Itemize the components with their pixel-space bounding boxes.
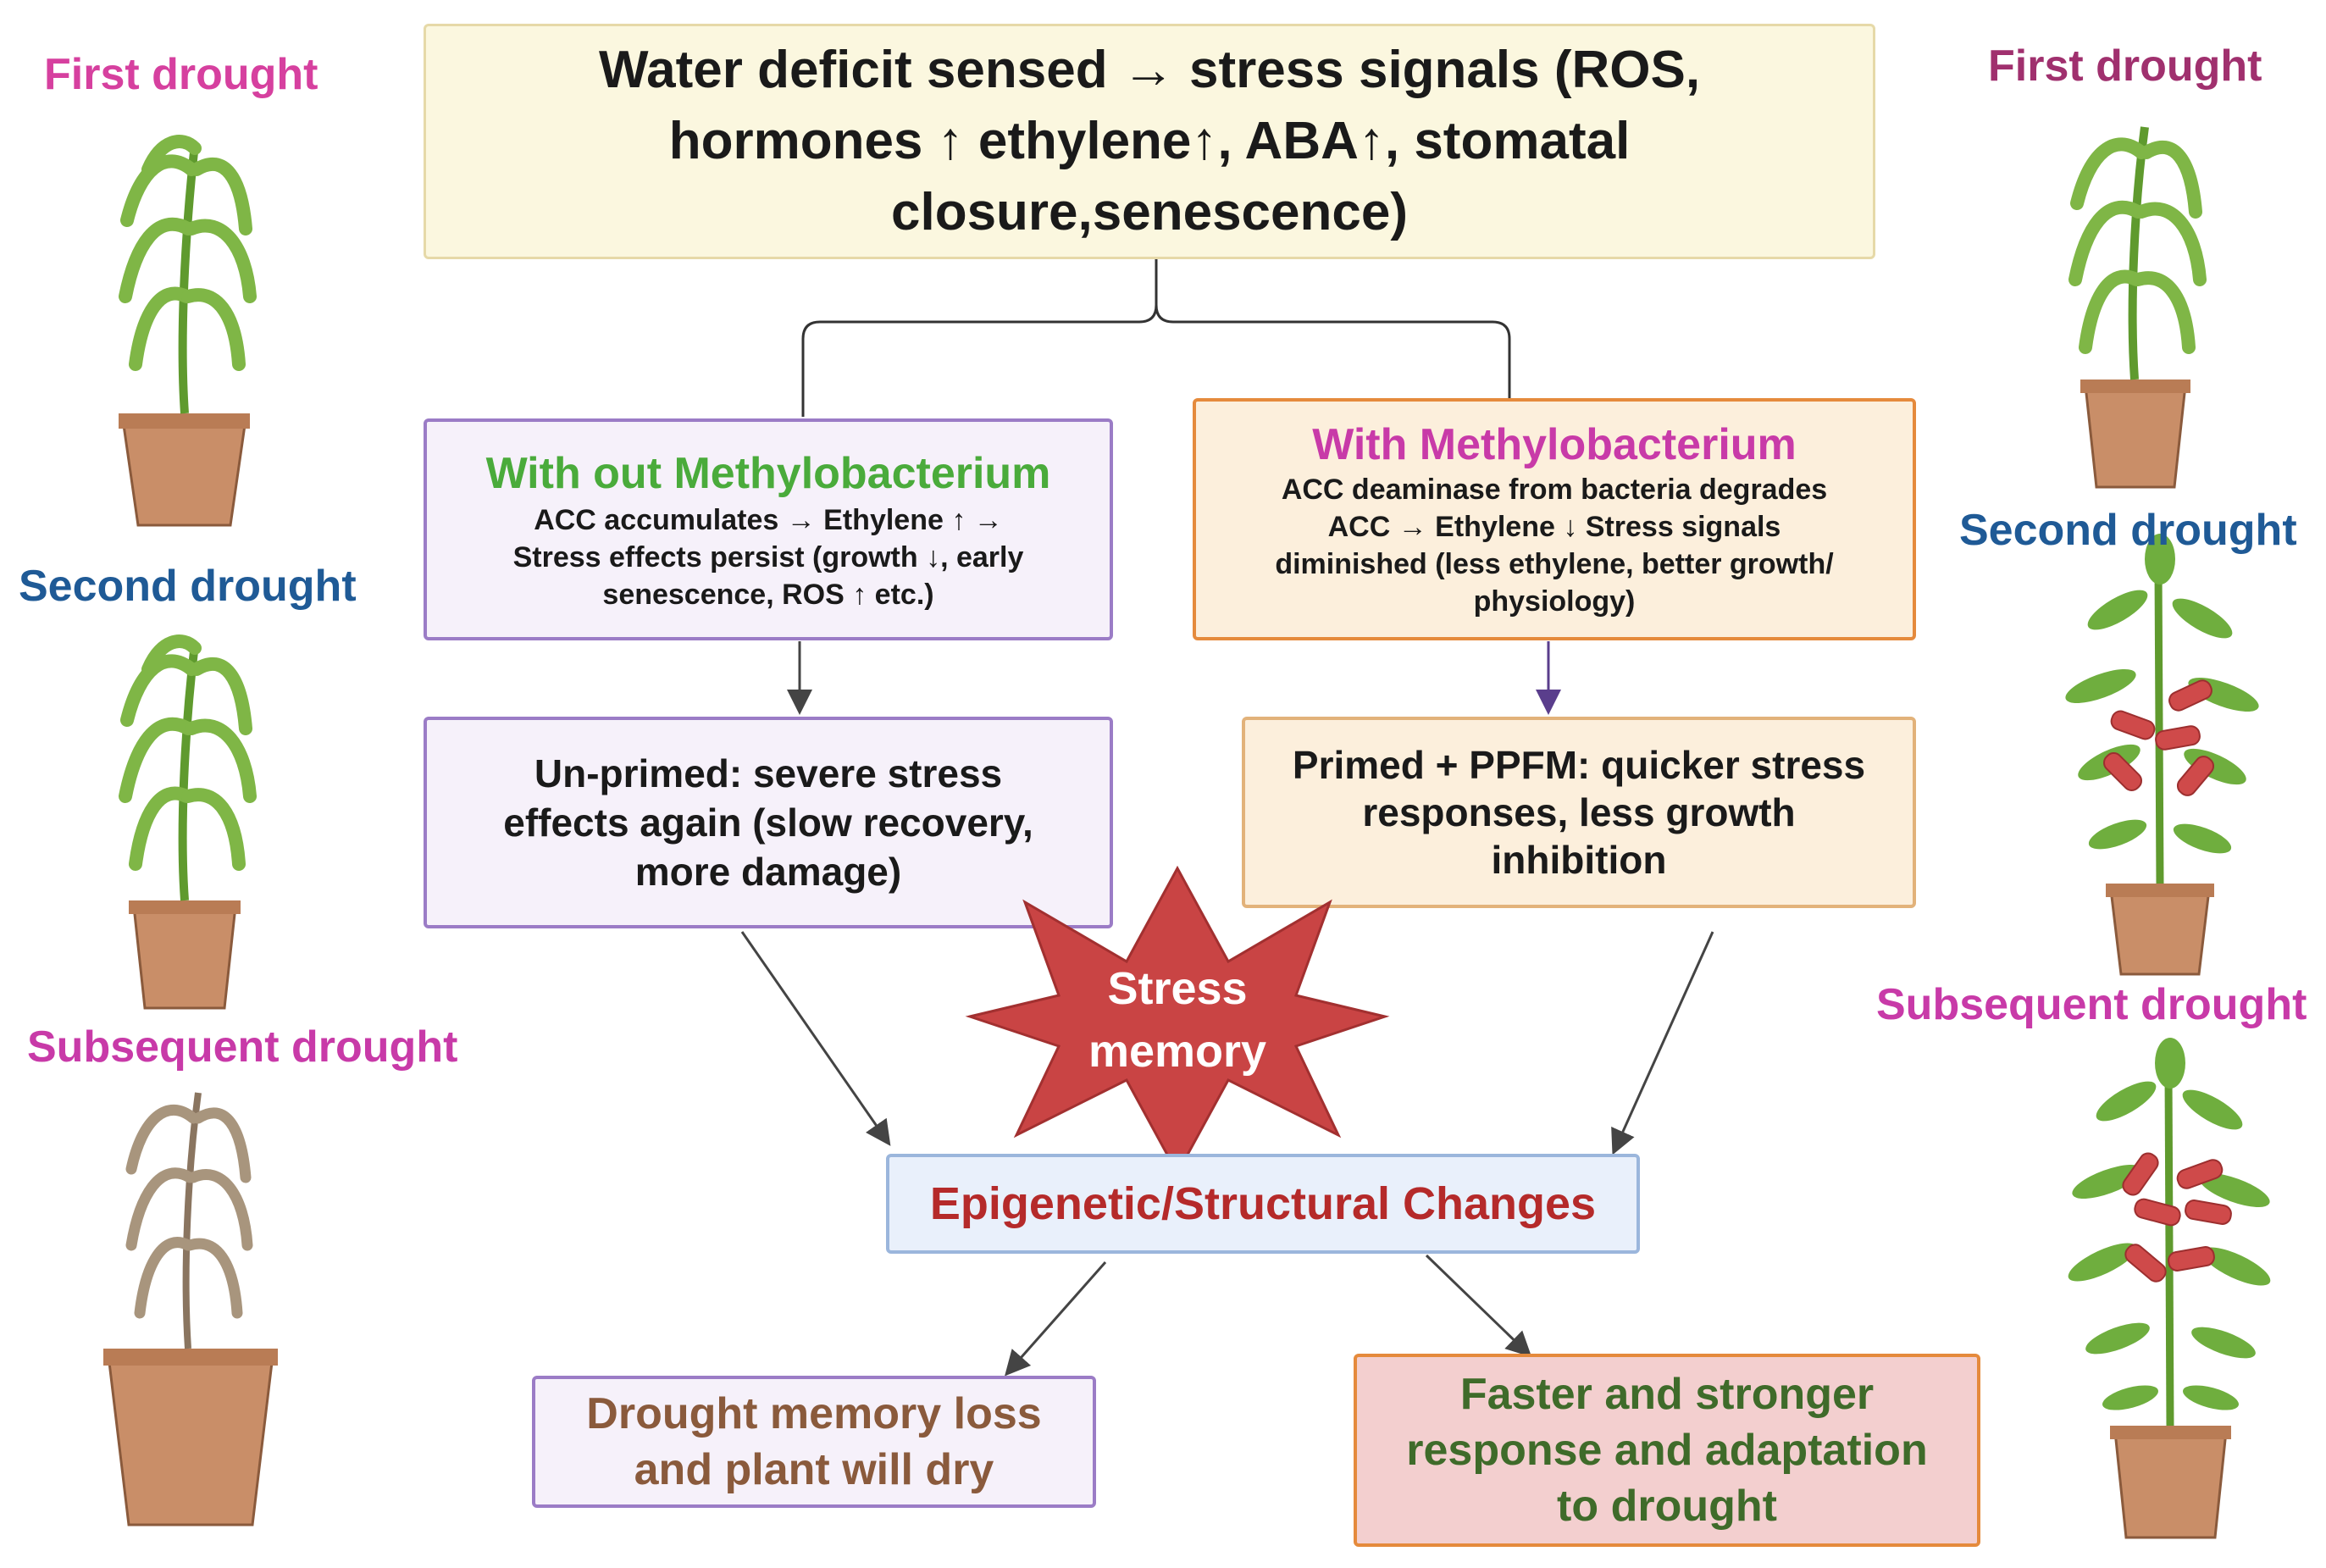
epigenetic-box: Epigenetic/Structural Changes	[886, 1154, 1640, 1254]
right-first-drought-label: First drought	[1988, 42, 2262, 91]
with-line-2: ACC → Ethylene ↓ Stress signals	[1327, 511, 1781, 543]
memory-loss-line-1: Drought memory loss	[586, 1389, 1042, 1438]
without-methylobacterium-box: With out Methylobacterium ACC accumulate…	[424, 418, 1113, 640]
top-split-connector	[801, 259, 1511, 417]
without-methylobacterium-title: With out Methylobacterium	[485, 449, 1051, 498]
adaptation-line-3: to drought	[1557, 1482, 1777, 1531]
left-first-drought-label: First drought	[44, 50, 318, 99]
left-subsequent-plant-image	[103, 1092, 278, 1526]
right-second-plant-image	[2065, 534, 2259, 976]
arrow-epigenetic-to-loss	[1005, 1261, 1107, 1377]
stress-memory-text: Stress memory	[1050, 957, 1304, 1083]
epigenetic-text: Epigenetic/Structural Changes	[929, 1178, 1597, 1229]
water-deficit-line-3: closure,senescence)	[890, 183, 1408, 241]
unprimed-box: Un-primed: severe stress effects again (…	[424, 717, 1113, 928]
primed-box: Primed + PPFM: quicker stress responses,…	[1242, 717, 1916, 908]
adaptation-line-1: Faster and stronger	[1459, 1370, 1875, 1419]
right-subsequent-plant-image	[2068, 1038, 2271, 1539]
arrow-epigenetic-to-adapt	[1425, 1254, 1532, 1358]
memory-loss-box: Drought memory loss and plant will dry	[532, 1376, 1096, 1508]
arrow-unprimed-to-epigenetic	[740, 931, 891, 1146]
right-first-plant-image	[2068, 126, 2207, 489]
left-second-plant-image	[119, 634, 257, 1010]
memory-loss-line-2: and plant will dry	[634, 1445, 994, 1494]
with-line-3: diminished (less ethylene, better growth…	[1275, 548, 1834, 580]
adaptation-box: Faster and stronger response and adaptat…	[1354, 1354, 1980, 1547]
primed-line-2: responses, less growth	[1362, 790, 1796, 834]
water-deficit-box: Water deficit sensed → stress signals (R…	[424, 24, 1875, 259]
stress-memory-line-1: Stress	[1107, 963, 1248, 1014]
left-second-drought-label: Second drought	[19, 562, 357, 611]
primed-line-3: inhibition	[1491, 838, 1667, 882]
without-line-1: ACC accumulates → Ethylene ↑ →	[534, 504, 1003, 536]
with-line-4: physiology)	[1473, 585, 1636, 618]
right-subsequent-drought-label: Subsequent drought	[1876, 980, 2307, 1029]
water-deficit-line-2: hormones ↑ ethylene↑, ABA↑, stomatal	[668, 112, 1631, 170]
primed-line-1: Primed + PPFM: quicker stress	[1292, 743, 1866, 787]
stress-memory-line-2: memory	[1088, 1026, 1267, 1077]
with-methylobacterium-box: With Methylobacterium ACC deaminase from…	[1193, 398, 1916, 640]
without-line-2: Stress effects persist (growth ↓, early	[512, 541, 1024, 573]
left-first-plant-image	[119, 135, 257, 527]
arrow-primed-to-epigenetic	[1611, 931, 1714, 1155]
without-line-3: senescence, ROS ↑ etc.)	[602, 579, 934, 611]
adaptation-line-2: response and adaptation	[1406, 1426, 1928, 1475]
unprimed-line-3: more damage)	[634, 850, 902, 894]
right-second-drought-label: Second drought	[1959, 506, 2297, 555]
with-line-1: ACC deaminase from bacteria degrades	[1281, 474, 1828, 506]
unprimed-line-1: Un-primed: severe stress	[534, 751, 1003, 795]
with-methylobacterium-title: With Methylobacterium	[1312, 420, 1797, 469]
left-subsequent-drought-label: Subsequent drought	[27, 1022, 458, 1072]
water-deficit-line-1: Water deficit sensed → stress signals (R…	[598, 41, 1701, 99]
unprimed-line-2: effects again (slow recovery,	[503, 801, 1033, 845]
